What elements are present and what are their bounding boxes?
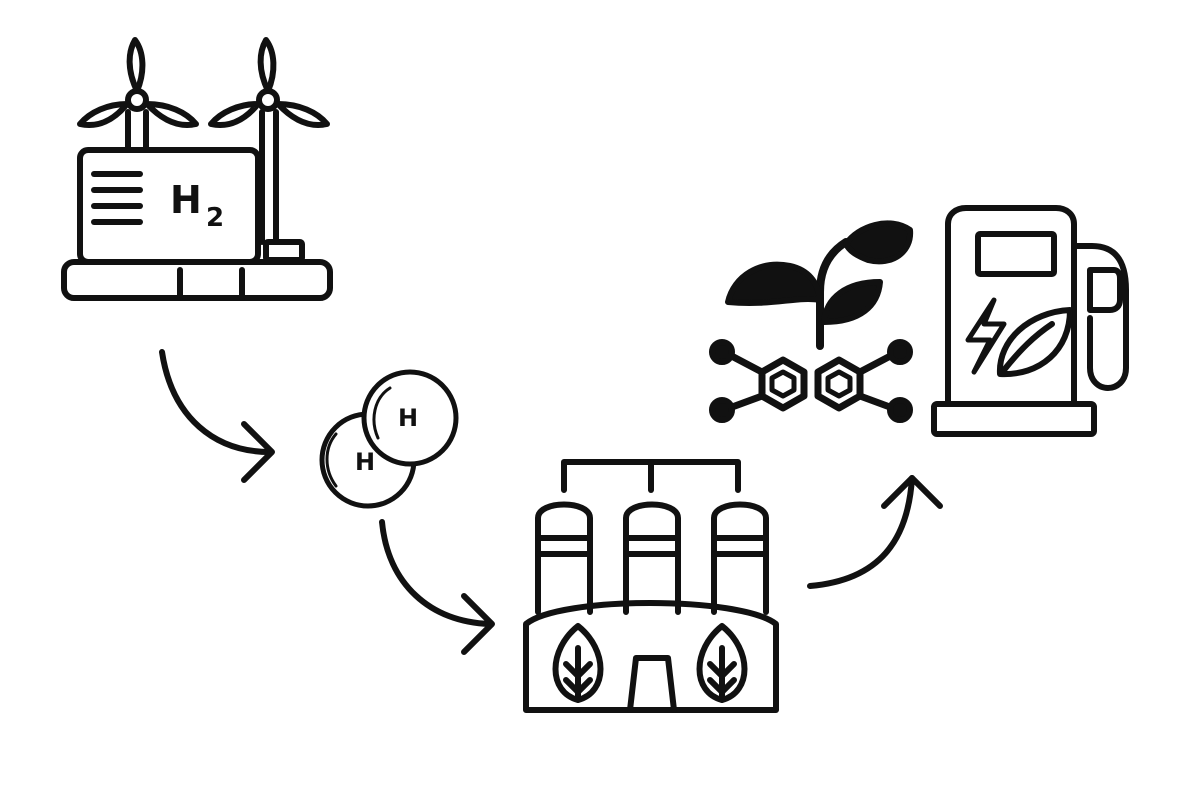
leaf-icon — [552, 623, 604, 703]
h2-label: H — [170, 178, 202, 222]
leaf-icon — [821, 279, 883, 325]
atom-label: H — [355, 448, 375, 476]
arrow-molecule-to-refinery — [379, 519, 495, 655]
eco-fuel-pump-icon — [931, 205, 1129, 437]
arrow-refinery-to-products — [807, 475, 943, 589]
wind-turbine-icon — [77, 37, 199, 153]
leaf-icon — [996, 307, 1073, 378]
leaf-icon — [696, 623, 748, 703]
h2-subscript: 2 — [206, 203, 224, 233]
arrow-plant-to-molecule — [159, 349, 275, 483]
lightning-bolt-icon — [965, 297, 1007, 375]
wind-turbine-electrolyzer-icon — [61, 37, 333, 301]
hydrogen-atom-icon — [361, 369, 459, 467]
green-refinery-icon — [523, 459, 779, 713]
leaf-icon — [725, 261, 823, 306]
hydrogen-molecule-icon — [319, 369, 459, 509]
wind-turbine-icon — [208, 37, 330, 263]
vent-lines-icon — [91, 171, 143, 225]
leaf-icon — [843, 220, 914, 265]
atom-label: H — [398, 404, 418, 432]
plant-molecule-icon — [709, 220, 914, 423]
